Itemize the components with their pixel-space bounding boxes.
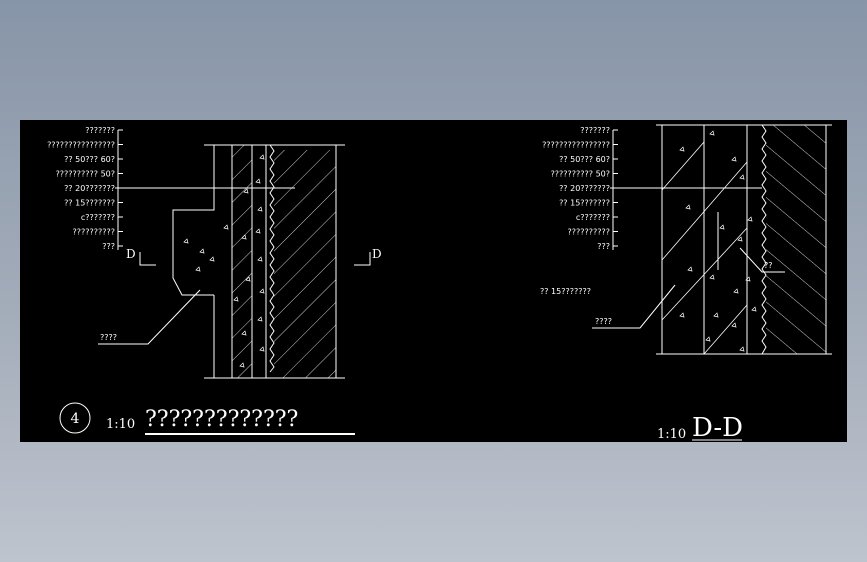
right-wall-hatch (766, 125, 826, 354)
aggregate-mark (713, 312, 719, 318)
aggregate-mark (751, 306, 757, 312)
layer-label: ?????????? 50? (56, 170, 115, 179)
layer-label: ?????????? (73, 228, 115, 237)
layer-label: ?? 50??? 60? (64, 155, 115, 164)
aggregate-mark (739, 346, 745, 352)
left-layer-labels: ??????????????????????? ?? 50??? 60??????… (47, 126, 115, 251)
aggregate-mark (241, 234, 247, 240)
layer-label: ??????? (580, 126, 610, 135)
left-callout-text: ???? (100, 333, 117, 342)
left-concrete-aggregate (183, 154, 265, 368)
aggregate-mark (255, 178, 261, 184)
right-section-mark-bracket (354, 252, 371, 266)
aggregate-mark (257, 316, 263, 322)
left-section-mark-bracket (139, 252, 156, 266)
aggregate-mark (687, 266, 693, 272)
drawing-svg: ????????????????????????? 50??? 60??????… (47, 124, 832, 442)
layer-label: ?? 20??????? (64, 184, 115, 193)
aggregate-mark (243, 188, 249, 194)
right-scale-label: 1:10 (657, 427, 686, 442)
aggregate-mark (241, 330, 247, 336)
left-section-mark-letter: D (126, 247, 136, 261)
aggregate-mark (257, 206, 263, 212)
aggregate-mark (245, 276, 251, 282)
left-scale-label: 1:10 (106, 417, 135, 432)
right-callout-leader (592, 284, 676, 329)
layer-label: ???????????????? (542, 141, 610, 150)
cad-drawing-canvas: ????????????????????????? 50??? 60??????… (20, 120, 847, 442)
left-callout-leader (98, 289, 201, 345)
layer-label: c??????? (576, 213, 610, 222)
right-callout-text: ???? (595, 317, 612, 326)
left-wall-hatch (274, 150, 336, 378)
aggregate-mark (739, 174, 745, 180)
aggregate-mark (709, 274, 715, 280)
aggregate-mark (259, 288, 265, 294)
layer-label: ?????????? (568, 228, 610, 237)
aggregate-mark (199, 248, 205, 254)
right-detail: ??????????????????????? ?? 50??? 60??????… (540, 124, 832, 442)
aggregate-mark (257, 256, 263, 262)
left-ledge-outline (172, 188, 215, 296)
aggregate-mark (233, 296, 239, 302)
detail-number: 4 (71, 411, 80, 427)
left-title: ????????????? (145, 407, 298, 432)
layer-label: ??? (102, 242, 115, 251)
aggregate-mark (183, 238, 189, 244)
left-detail: ??????????????????????? ?? 50??? 60??????… (47, 126, 382, 435)
layer-label: ?? 15??????? (64, 199, 115, 208)
aggregate-mark (747, 216, 753, 222)
aggregate-mark (705, 336, 711, 342)
right-insulation-diagonals (661, 141, 748, 355)
layer-label: ???????????????? (47, 141, 115, 150)
aggregate-mark (195, 266, 201, 272)
aggregate-mark (685, 204, 691, 210)
layer-label: ?? 50??? 60? (559, 155, 610, 164)
right-title: D-D (692, 413, 743, 442)
aggregate-mark (679, 312, 685, 318)
layer-label: ??? (597, 242, 610, 251)
layer-label: c??????? (81, 213, 115, 222)
aggregate-mark (719, 224, 725, 230)
layer-label: ?? 20??????? (559, 184, 610, 193)
right-section-mark-letter: D (372, 247, 382, 261)
aggregate-mark (259, 346, 265, 352)
layer-label: ?? 15??????? (559, 199, 610, 208)
layer-label: ??????? (85, 126, 115, 135)
right-concrete-aggregate (679, 130, 757, 352)
right-layer-labels: ??????????????????????? ?? 50??? 60??????… (542, 126, 610, 251)
aggregate-mark (209, 256, 215, 262)
aggregate-mark (745, 276, 751, 282)
right-angle-leader (739, 247, 785, 273)
aggregate-mark (709, 130, 715, 136)
detail-number-circle (59, 402, 91, 434)
right-break-line (761, 124, 767, 355)
aggregate-mark (223, 224, 229, 230)
aggregate-mark (737, 236, 743, 242)
right-side-label: ?? 15??????? (540, 287, 591, 296)
left-break-line (269, 144, 275, 373)
aggregate-mark (239, 362, 245, 368)
aggregate-mark (733, 288, 739, 294)
aggregate-mark (259, 154, 265, 160)
aggregate-mark (731, 156, 737, 162)
left-insulation-hatch (232, 145, 252, 378)
aggregate-mark (255, 228, 261, 234)
aggregate-mark (679, 146, 685, 152)
right-angle-note: ?? (764, 261, 773, 270)
layer-label: ?????????? 50? (551, 170, 610, 179)
aggregate-mark (731, 322, 737, 328)
